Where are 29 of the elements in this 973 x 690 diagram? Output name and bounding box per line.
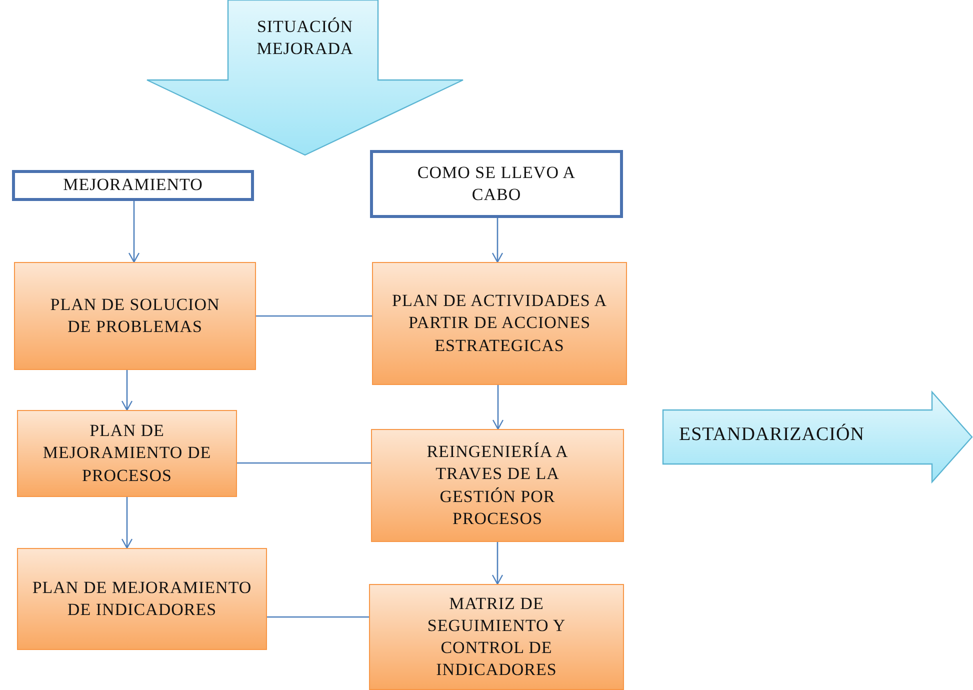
heading-box: [370, 150, 623, 218]
arrow: [492, 542, 504, 585]
process-box: [372, 262, 627, 385]
arrow: [121, 497, 133, 549]
box-text: SITUACIÓN MEJORADA: [256, 16, 354, 60]
process-box: [14, 262, 256, 370]
box-text: PLAN DE MEJORAMIENTO DE INDICADORES: [31, 576, 253, 621]
heading-box: [12, 170, 254, 201]
process-box: [17, 410, 237, 497]
process-box: [369, 584, 624, 690]
down-arrow-shape: [147, 0, 463, 156]
connector-line: [267, 616, 369, 618]
connector-line: [237, 462, 371, 464]
process-box: [17, 548, 267, 650]
arrow: [128, 201, 140, 263]
arrow: [121, 370, 133, 411]
connector-line: [256, 315, 372, 317]
box-text: PLAN DE SOLUCION DE PROBLEMAS: [49, 294, 221, 338]
box-text: MEJORAMIENTO: [63, 174, 203, 196]
box-text: COMO SE LLEVO A CABO: [416, 162, 577, 206]
box-text: PLAN DE MEJORAMIENTO DE PROCESOS: [42, 420, 212, 487]
arrow: [492, 385, 504, 430]
box-text: PLAN DE ACTIVIDADES A PARTIR DE ACCIONES ESTRATEGICAS: [391, 290, 608, 357]
arrow: [492, 218, 504, 263]
box-text: REINGENIERÍA A TRAVES DE LA GESTIÓN POR PROCESOS: [426, 441, 570, 530]
right-arrow-shape: [663, 392, 973, 482]
process-box: [371, 429, 624, 542]
box-text: MATRIZ DE SEGUIMIENTO Y CONTROL DE INDICADORES: [426, 592, 567, 682]
box-text: ESTANDARIZACIÓN: [679, 422, 864, 447]
